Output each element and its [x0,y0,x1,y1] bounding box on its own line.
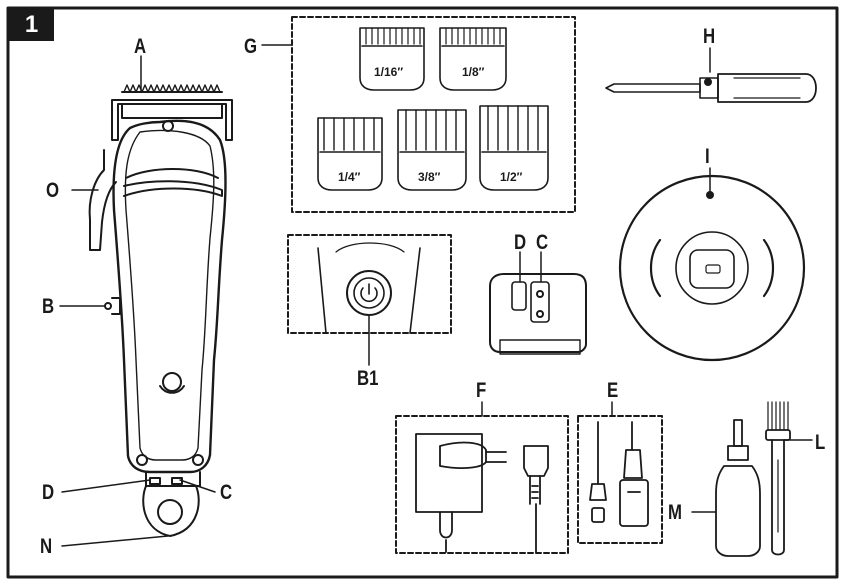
label-l: L [815,431,826,454]
guard-size-label: 1/2″ [500,170,523,184]
guard-size-label: 1/16″ [374,65,404,79]
charging-port-icon [489,251,587,355]
usb-cable-icon [589,421,649,527]
screwdriver-icon [605,47,817,103]
guard-size-label: 1/8″ [462,65,485,79]
label-m: M [668,501,682,524]
usb-cable-box [577,415,663,544]
power-button-box [287,234,452,334]
label-f: F [476,379,487,402]
charging-base-icon [618,167,806,362]
label-e: E [607,379,619,402]
guard-combs-box [291,16,576,213]
label-o: O [46,179,60,202]
power-adapter-icon [415,433,549,553]
oil-bottle-icon [691,419,761,557]
label-g: G [244,35,258,58]
label-c-detail: C [536,231,549,254]
figure-number-badge: 1 [9,8,54,41]
label-h: H [703,25,716,48]
label-b1: B1 [357,367,379,390]
figure-border [6,6,839,579]
label-d-detail: D [514,231,527,254]
label-a: A [134,35,147,58]
power-button-icon [317,242,421,366]
guard-comb-icon [317,27,549,191]
guard-size-label: 3/8″ [418,170,441,184]
clipper-leaders [59,55,216,547]
label-c: C [220,481,233,504]
cleaning-brush-icon [765,401,813,556]
guard-size-label: 1/4″ [338,170,361,184]
hair-clipper-icon [88,84,233,537]
label-i: I [705,145,710,168]
label-b: B [42,295,55,318]
label-d: D [42,481,55,504]
label-n: N [40,535,53,558]
